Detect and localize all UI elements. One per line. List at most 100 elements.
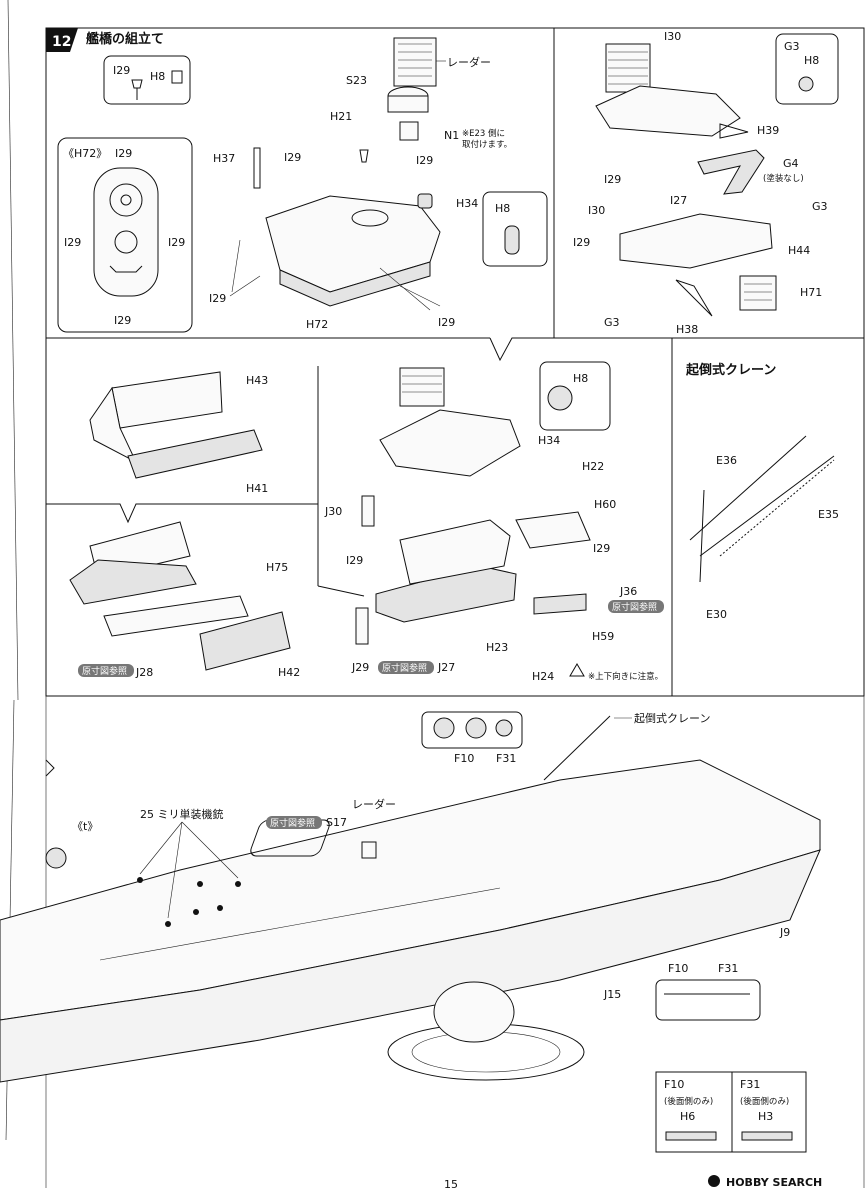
label-f10: F10 xyxy=(454,752,474,765)
label-i29-l: I29 xyxy=(593,542,610,555)
warning-icon xyxy=(569,663,585,677)
n1-part xyxy=(399,121,419,141)
g3-h8-callout xyxy=(775,33,839,105)
label-f31: F31 xyxy=(496,752,516,765)
svg-text:原寸図参照: 原寸図参照 xyxy=(382,662,427,674)
bridge-assembly-right xyxy=(595,43,777,317)
ref-pill-j36: 原寸図参照 xyxy=(608,600,664,613)
mount-detail-box xyxy=(655,979,761,1021)
label-i29-c: I29 xyxy=(168,236,185,249)
hobby-search-logo-icon xyxy=(708,1175,720,1187)
label-h6: H6 xyxy=(680,1110,695,1123)
label-g3-b: G3 xyxy=(812,200,828,213)
label-e36: E36 xyxy=(716,454,737,467)
t-part xyxy=(45,847,67,869)
note-updown: ※上下向きに注意。 xyxy=(588,671,663,682)
i29-part-icon xyxy=(131,79,143,100)
i29-h8-callout xyxy=(103,55,191,105)
label-j9: J9 xyxy=(779,926,790,939)
label-h42: H42 xyxy=(278,666,300,679)
page-number: 15 xyxy=(444,1178,458,1191)
label-s23: S23 xyxy=(346,74,367,87)
page-edge-line xyxy=(7,0,19,701)
label-mg: 25 ミリ単装機銃 xyxy=(140,807,224,821)
label-g3-c: G3 xyxy=(604,316,620,329)
label-i29-j: I29 xyxy=(573,236,590,249)
label-h37: H37 xyxy=(213,152,235,165)
label-h34-b: H34 xyxy=(538,434,560,447)
label-j30: J30 xyxy=(324,505,342,518)
label-h72-title: 《H72》 xyxy=(63,147,107,160)
bridge-full-assembly xyxy=(355,367,591,645)
crane-parts xyxy=(689,435,835,583)
h34-h8-callout xyxy=(482,191,548,267)
step-title: 艦橋の組立て xyxy=(86,31,164,47)
label-h24: H24 xyxy=(532,670,554,683)
ref-pill-s17: 原寸図参照 xyxy=(266,816,322,829)
label-h41: H41 xyxy=(246,482,268,495)
label-i27: I27 xyxy=(670,194,687,207)
h72-step xyxy=(109,265,143,273)
divider-h1-pointer xyxy=(489,337,864,362)
label-j27: J27 xyxy=(437,661,455,674)
label-h8-d: H8 xyxy=(573,372,588,385)
ref-pill-j28: 原寸図参照 xyxy=(78,664,134,677)
label-h72: H72 xyxy=(306,318,328,331)
label-h8: H8 xyxy=(150,70,165,83)
crane-title: 起倒式クレーン xyxy=(685,362,776,378)
h8-box xyxy=(171,70,183,84)
divider-h2 xyxy=(46,503,318,524)
label-j28: J28 xyxy=(135,666,153,679)
label-h8-b: H8 xyxy=(495,202,510,215)
hull-sub-assembly-top xyxy=(89,371,263,479)
h71-part xyxy=(739,275,777,311)
h72-ring-1 xyxy=(109,183,143,217)
h72-ring-1-center xyxy=(120,194,132,206)
h72-detail-box xyxy=(57,137,193,333)
h21-part xyxy=(359,149,369,163)
ref-pill-j29: 原寸図参照 xyxy=(378,661,434,674)
label-f31-c: F31 xyxy=(740,1078,760,1091)
label-j29: J29 xyxy=(351,661,369,674)
lower-pointer xyxy=(45,759,55,777)
label-h38: H38 xyxy=(676,323,698,336)
h59-part xyxy=(533,593,587,615)
label-i29-b: I29 xyxy=(64,236,81,249)
label-t: 《t》 xyxy=(72,820,98,833)
watermark: HOBBY SEARCH xyxy=(726,1176,822,1189)
label-i29-g: I29 xyxy=(209,292,226,305)
label-g4: G4 xyxy=(783,157,799,170)
hull-sub-assembly-bottom xyxy=(69,521,291,671)
h38-part xyxy=(675,279,713,317)
label-h8-c: H8 xyxy=(804,54,819,67)
back-only-box xyxy=(655,1071,807,1153)
label-crane: 起倒式クレーン xyxy=(634,712,710,725)
label-h23: H23 xyxy=(486,641,508,654)
label-j36: J36 xyxy=(619,585,637,598)
label-s17: S17 xyxy=(326,816,347,829)
label-i29-d: I29 xyxy=(114,314,131,327)
label-i29-f: I29 xyxy=(416,154,433,167)
svg-text:原寸図参照: 原寸図参照 xyxy=(612,601,657,613)
label-g3: G3 xyxy=(784,40,800,53)
label-h59: H59 xyxy=(592,630,614,643)
label-f10-c: F10 xyxy=(664,1078,684,1091)
h34-h8-callout-b xyxy=(539,361,611,431)
crane-callout-box xyxy=(421,711,523,749)
label-i29-k: I29 xyxy=(346,554,363,567)
label-i30-b: I30 xyxy=(588,204,605,217)
radar-grid xyxy=(393,37,437,87)
label-h21: H21 xyxy=(330,110,352,123)
mg-mounts xyxy=(137,877,241,927)
bridge-assembly-top xyxy=(229,37,441,311)
j30-part xyxy=(361,495,375,527)
label-h43: H43 xyxy=(246,374,268,387)
label-i29-h: I29 xyxy=(438,316,455,329)
s17-part xyxy=(361,841,377,859)
note-e23: ※E23 側に取付けます。 xyxy=(462,128,512,150)
deck-line xyxy=(99,887,501,961)
label-h71: H71 xyxy=(800,286,822,299)
label-h3: H3 xyxy=(758,1110,773,1123)
label-radar-b: レーダー xyxy=(352,797,396,811)
